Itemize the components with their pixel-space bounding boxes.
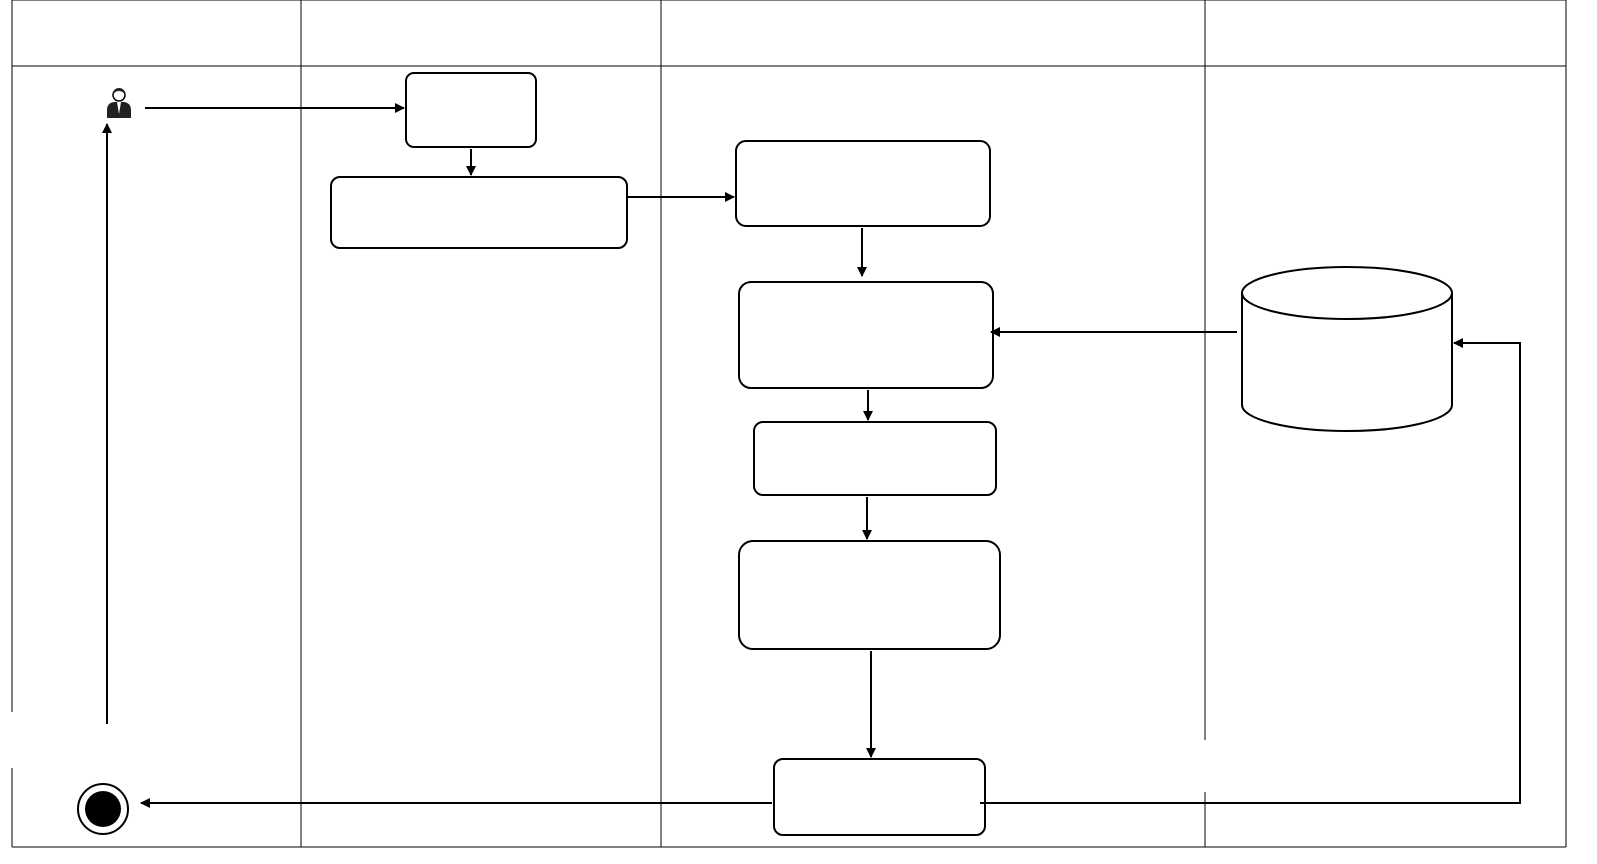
user-icon (107, 88, 131, 118)
action-node-5 (753, 421, 997, 496)
action-node-7 (773, 758, 986, 836)
action-node-4 (738, 281, 994, 389)
action-node-2 (330, 176, 628, 249)
swimlane-frame (11, 0, 1567, 848)
action-node-3 (735, 140, 991, 227)
database-icon (1241, 266, 1453, 432)
edge-n7-to-db (980, 338, 1521, 804)
action-node-1 (405, 72, 537, 148)
final-node (77, 783, 129, 835)
flow-edges (102, 103, 1521, 808)
action-node-6 (738, 540, 1001, 650)
